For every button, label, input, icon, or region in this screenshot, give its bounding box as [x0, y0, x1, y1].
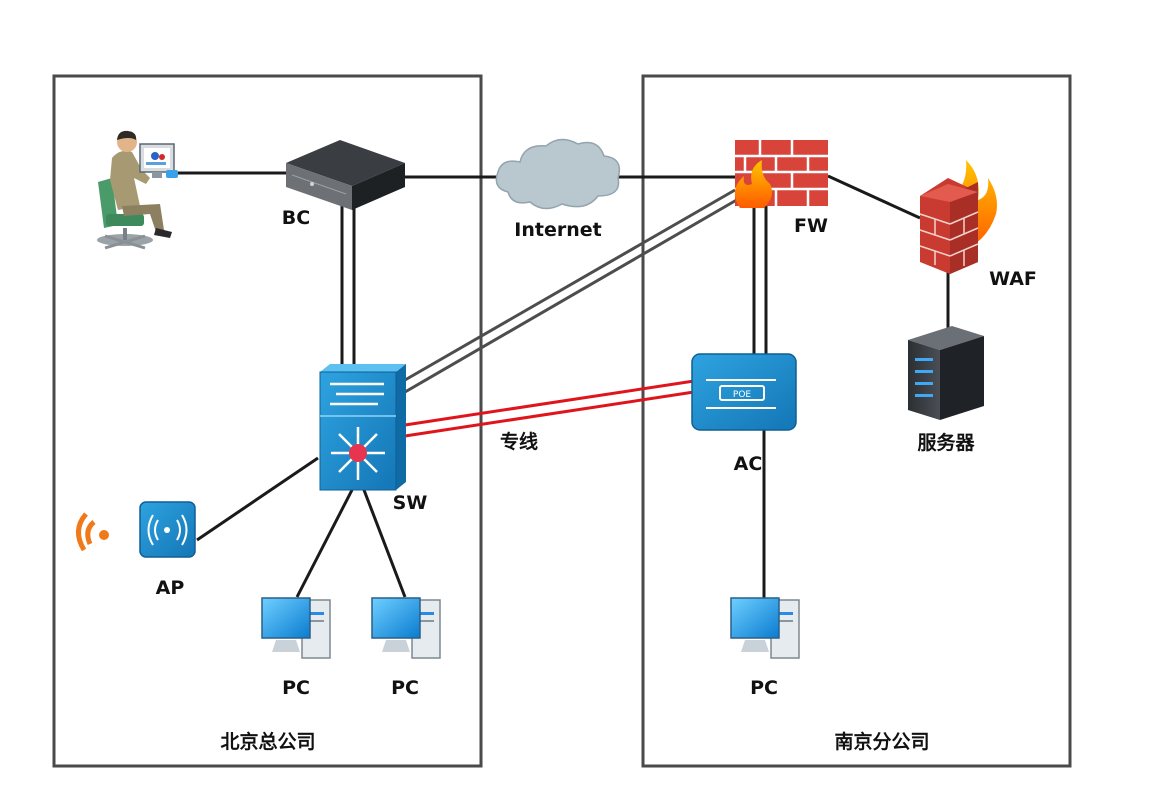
- bc-appliance-icon: [286, 140, 405, 210]
- fw-label: FW: [794, 215, 828, 237]
- wifi-signal-icon: [76, 512, 109, 552]
- waf-label: WAF: [989, 268, 1037, 290]
- pc3-label: PC: [750, 677, 778, 699]
- beijing-region-box: [52, 74, 483, 768]
- pc2-label: PC: [391, 677, 419, 699]
- link-sw-fw-a: [404, 188, 736, 382]
- bc-label: BC: [282, 207, 310, 229]
- link-sw-fw-b: [404, 196, 741, 394]
- sw-core-switch-icon: [319, 364, 406, 491]
- pc3-computer-icon: [730, 597, 800, 659]
- ac-label: AC: [734, 453, 763, 475]
- waf-firewall-icon: [919, 160, 997, 274]
- dedicated-line-links: [404, 379, 695, 438]
- dedicated-line-label: 专线: [500, 430, 538, 453]
- links: [178, 171, 950, 598]
- beijing-region-label: 北京总公司: [220, 730, 315, 753]
- server-icon: [908, 326, 984, 420]
- link-sw-ac-dedicated-b: [404, 390, 695, 438]
- server-label: 服务器: [917, 431, 975, 454]
- link-fw-waf: [827, 174, 921, 220]
- pc2-computer-icon: [371, 597, 441, 659]
- svg-text:POE: POE: [733, 390, 752, 400]
- internet-cloud-icon: [495, 138, 621, 210]
- ap-access-point-icon: [139, 501, 196, 558]
- vpn-links: [404, 188, 741, 394]
- ap-label: AP: [156, 577, 185, 599]
- sw-label: SW: [393, 492, 428, 514]
- ac-poe-switch-icon: POE: [691, 353, 797, 431]
- user-workstation-icon: [97, 130, 178, 250]
- pc1-computer-icon: [261, 597, 331, 659]
- nanjing-region-box: [641, 74, 1072, 768]
- fw-firewall-icon: [734, 140, 828, 208]
- pc1-label: PC: [282, 677, 310, 699]
- link-sw-ac-dedicated-a: [404, 379, 695, 427]
- internet-label: Internet: [514, 219, 601, 241]
- link-sw-pc1: [295, 489, 354, 598]
- link-sw-ap: [196, 456, 319, 542]
- link-sw-pc2: [362, 489, 407, 598]
- nanjing-region-label: 南京分公司: [834, 730, 929, 753]
